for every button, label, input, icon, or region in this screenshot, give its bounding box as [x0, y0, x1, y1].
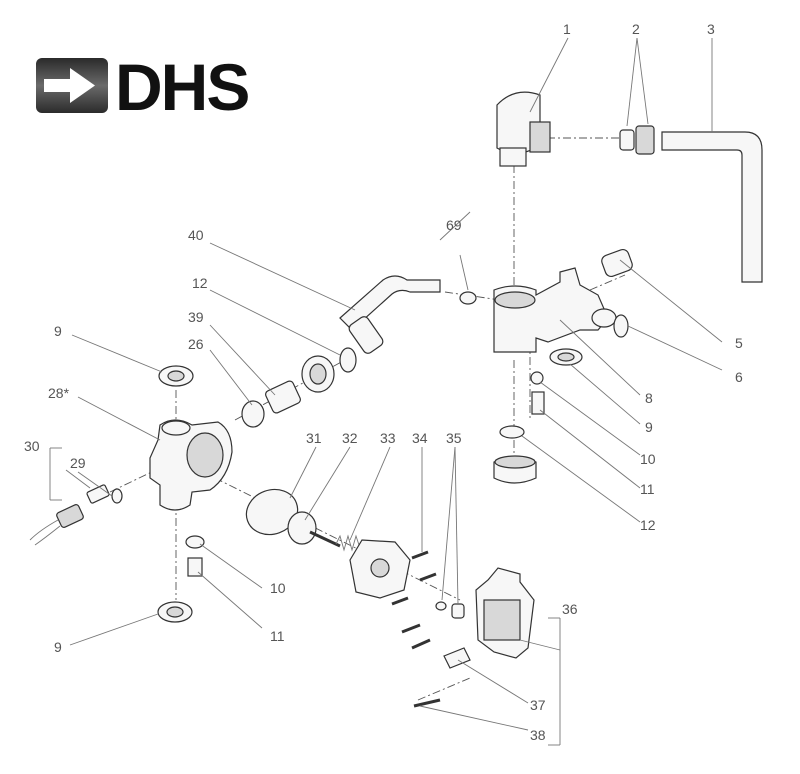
- callout-12-left: 12: [192, 275, 208, 291]
- part-cover: [349, 539, 411, 599]
- callout-26: 26: [188, 336, 204, 352]
- callout-8: 8: [645, 390, 653, 406]
- part-11-screw-lower: [187, 557, 203, 577]
- part-28-housing: [149, 419, 233, 511]
- callout-6: 6: [735, 369, 743, 385]
- part-12-washer-lower: [499, 425, 525, 439]
- part-2-fittings: [619, 125, 655, 155]
- callout-30: 30: [24, 438, 40, 454]
- callout-9-left: 9: [54, 323, 62, 339]
- callout-38: 38: [530, 727, 546, 743]
- part-26-o-ring: [241, 400, 265, 428]
- part-8-valve-body: [493, 267, 617, 353]
- right-arrow-icon: [44, 68, 95, 103]
- callout-9-right: 9: [645, 419, 653, 435]
- part-11-screw-upper: [531, 391, 545, 415]
- part-12-seal-ring: [339, 347, 357, 373]
- callout-1: 1: [563, 21, 571, 37]
- callout-labels: 1 2 3 5 6 8 9 10 11 12 40 69 12 39 26 9 …: [24, 21, 743, 743]
- callout-69: 69: [446, 217, 462, 233]
- part-35-seal: [435, 601, 465, 619]
- callout-2: 2: [632, 21, 640, 37]
- part-37-clip: [443, 647, 471, 669]
- part-9-washer-left-top: [158, 365, 194, 387]
- part-6-o-ring: [613, 314, 629, 338]
- part-69-o-ring: [459, 291, 477, 305]
- part-5-plug: [601, 248, 633, 278]
- callout-35: 35: [446, 430, 462, 446]
- part-10-lock-washer-upper: [530, 371, 544, 385]
- logo-text: DHS: [115, 50, 248, 124]
- leader-lines: [49, 37, 723, 746]
- part-3-pipe: [661, 131, 763, 283]
- callout-34: 34: [412, 430, 428, 446]
- part-1-valve-actuator: [496, 91, 551, 167]
- callout-32: 32: [342, 430, 358, 446]
- part-9-washer-upper: [549, 348, 583, 366]
- part-38-screw: [413, 698, 441, 708]
- part-12-nut: [493, 455, 537, 484]
- callout-29: 29: [70, 455, 86, 471]
- callout-28: 28*: [48, 385, 70, 401]
- callout-11-right: 11: [640, 481, 655, 497]
- callout-10-left: 10: [270, 580, 286, 596]
- part-32-plate: [287, 511, 341, 548]
- part-40-bent-tube: [339, 275, 441, 354]
- part-36-control-unit: [475, 567, 535, 659]
- callout-33: 33: [380, 430, 396, 446]
- callout-10-right: 10: [640, 451, 656, 467]
- callout-11-left: 11: [270, 628, 285, 644]
- callout-31: 31: [306, 430, 322, 446]
- part-9-washer-bottom: [157, 601, 193, 623]
- part-34-screws: [391, 550, 437, 650]
- part-33-spring: [335, 534, 361, 552]
- part-cartridge: [265, 380, 301, 414]
- callout-37: 37: [530, 697, 546, 713]
- callout-12-right: 12: [640, 517, 656, 533]
- part-31-diaphragm: [245, 488, 299, 536]
- part-39-bushing: [301, 355, 335, 393]
- callout-39: 39: [188, 309, 204, 325]
- callout-9-bottom: 9: [54, 639, 62, 655]
- brand-logo: DHS: [36, 50, 250, 124]
- callout-5: 5: [735, 335, 743, 351]
- callout-3: 3: [707, 21, 715, 37]
- part-10-lock-washer-lower: [185, 535, 205, 549]
- callout-40: 40: [188, 227, 204, 243]
- callout-36: 36: [562, 601, 578, 617]
